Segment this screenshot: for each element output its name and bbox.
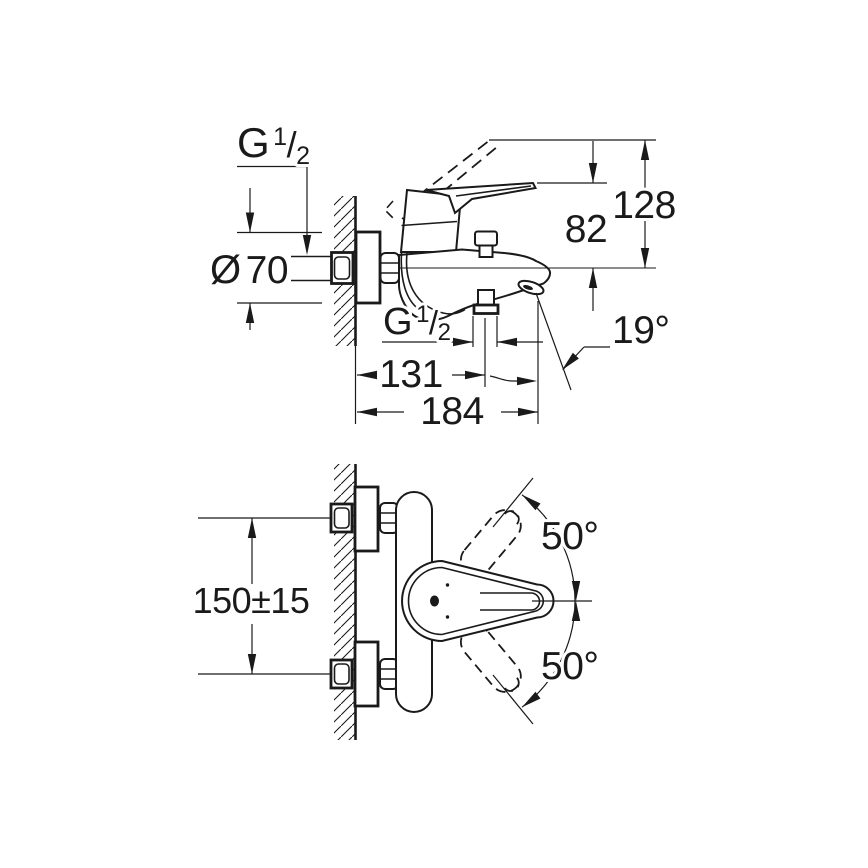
shower-outlet xyxy=(472,289,500,315)
union-nut-upper xyxy=(329,502,354,534)
pin-dot-upper xyxy=(445,583,450,587)
stream-direction-line xyxy=(535,292,572,391)
dimension-19deg xyxy=(558,346,610,373)
escutcheon-side xyxy=(354,230,382,305)
dimension-supply-thread xyxy=(237,165,312,255)
dimension-150 xyxy=(247,518,257,674)
lever-handle-top-view xyxy=(401,559,555,643)
side-view-dimensions xyxy=(237,139,656,424)
aerator xyxy=(517,279,545,296)
label-height-82: 82 xyxy=(565,208,607,251)
label-height-128: 128 xyxy=(612,184,676,227)
escutcheon-lower xyxy=(353,640,380,708)
dimension-50deg xyxy=(492,477,592,725)
side-view xyxy=(291,139,572,424)
union-nut-lower xyxy=(329,658,354,690)
temperature-dot xyxy=(430,595,439,607)
dimension-shower-thread xyxy=(382,316,543,347)
dimension-82 xyxy=(588,141,598,311)
label-depth-184: 184 xyxy=(420,390,484,433)
label-depth-131: 131 xyxy=(379,353,443,396)
dimension-184 xyxy=(357,301,539,424)
supply-union-inner xyxy=(333,256,351,280)
union-nut-upper-inner xyxy=(333,507,350,529)
dimension-128 xyxy=(640,140,650,268)
leader-curve xyxy=(489,375,518,382)
body-and-spout xyxy=(398,248,552,321)
label-swing-down-50: 50° xyxy=(541,645,598,688)
union-nut-lower-inner xyxy=(333,663,350,685)
lever-handle-side xyxy=(425,181,537,215)
supply-pipe xyxy=(291,255,333,282)
label-spacing-150: 150±15 xyxy=(193,580,310,621)
pin-dot-lower xyxy=(445,615,450,619)
supply-union-nut xyxy=(330,251,355,285)
top-view xyxy=(198,464,592,740)
diverter-knob xyxy=(474,230,498,258)
mounting-hex-nut-side xyxy=(379,252,400,284)
dimension-escutcheon-diameter xyxy=(237,188,322,330)
label-angle-19: 19° xyxy=(612,309,669,352)
hex-nut-upper xyxy=(379,502,399,534)
label-swing-up-50: 50° xyxy=(541,515,598,558)
escutcheon-upper xyxy=(353,485,380,553)
dimension-131 xyxy=(357,318,537,387)
